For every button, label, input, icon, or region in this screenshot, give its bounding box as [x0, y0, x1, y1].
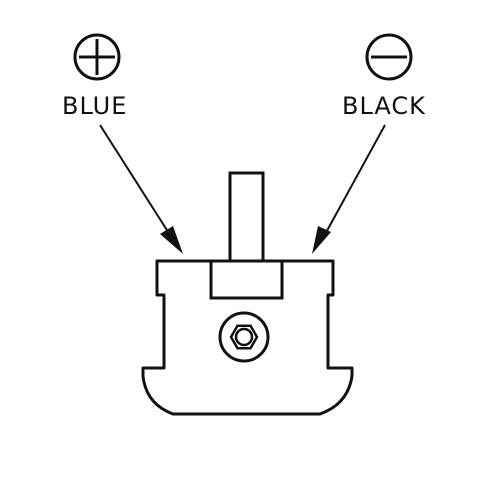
mounting-nut: [218, 311, 270, 363]
motor-body: [141, 259, 354, 416]
minus-circle-icon: [365, 33, 413, 81]
positive-leader-arrow: [99, 124, 183, 254]
positive-terminal-label: BLUE: [62, 92, 127, 120]
shaft-bushing: [209, 259, 284, 300]
plus-circle-icon: [73, 33, 121, 81]
negative-leader-arrow: [312, 124, 386, 254]
motor-shaft: [228, 171, 265, 263]
negative-terminal-label: BLACK: [342, 92, 426, 120]
